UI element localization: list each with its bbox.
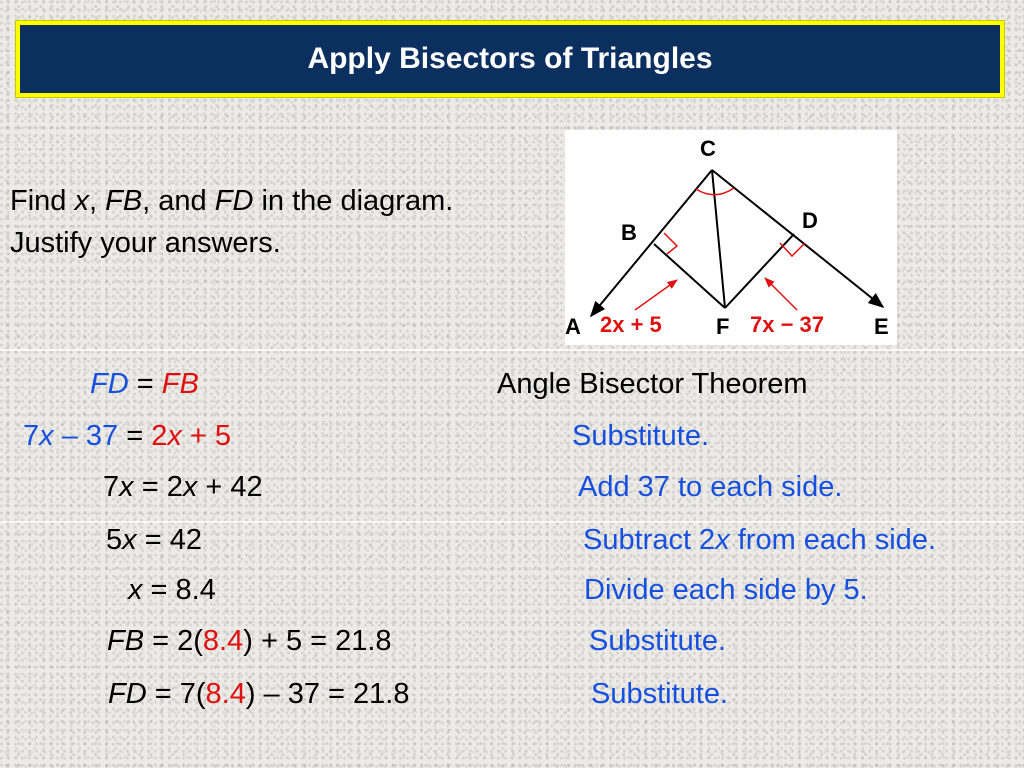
step-5-equation: x = 8.4 [128,574,216,607]
equation-part: = 2 [133,471,183,503]
equation-part: = 2( [144,625,203,657]
step-6-reason: Substitute. [589,625,727,657]
prompt-rest: in the diagram. [253,185,454,217]
equation-part: 8.4 [202,625,244,657]
prompt-x: x [74,185,89,217]
pointer-right [764,277,798,311]
triangle-svg: C B D A F E 2x + 5 7x − 37 [565,136,889,339]
slide-title: Apply Bisectors of Triangles [307,42,713,75]
equation-part: = [128,368,162,400]
step-5-reason: Divide each side by 5. [584,574,868,606]
step-3-equation: 7x = 2x + 42 [103,471,263,504]
problem-prompt: Find x, FB, and FD in the diagram. Justi… [10,180,453,264]
equation-part: x [182,471,198,503]
right-angle-b [663,232,679,255]
equation-part: x [128,574,143,606]
label-c: C [700,136,716,161]
equation-part: + 5 [181,420,232,452]
prompt-find: Find [10,185,75,217]
ray-ca [589,169,713,318]
expression-left: 2x + 5 [600,312,662,337]
label-e: E [874,314,889,339]
prompt-and: , and [142,185,215,217]
prompt-fb: FB [105,185,143,217]
prompt-comma: , [88,185,106,217]
label-a: A [565,314,581,339]
prompt-fd: FD [214,185,254,217]
prompt-line-2: Justify your answers. [10,227,281,259]
ray-ce [711,169,885,309]
divider-top [0,349,1024,351]
step-2-reason: Substitute. [572,420,710,452]
reason-part: from each side. [729,524,937,556]
equation-part: 7 [103,471,120,503]
angle-bisector-cf [711,169,726,309]
label-d: D [802,208,818,233]
equation-part: x [119,471,134,503]
step-1-reason: Angle Bisector Theorem [497,368,808,400]
reason-part: Subtract 2 [583,524,716,556]
equation-part: = 7( [146,678,206,710]
step-6-equation: FB = 2(8.4) + 5 = 21.8 [107,625,392,658]
equation-part: 5 [106,524,123,556]
step-1-equation: FD = FB [90,368,199,401]
label-b: B [621,220,637,245]
equation-part: FB [107,625,145,657]
equation-part: ) – 37 = 21.8 [245,678,410,710]
equation-part: = [118,420,152,452]
equation-part: 2 [151,420,168,452]
step-7-equation: FD = 7(8.4) – 37 = 21.8 [108,678,410,711]
equation-part: 7 [23,420,40,452]
equation-part: ) + 5 = 21.8 [243,625,392,657]
reason-part: x [715,524,730,556]
pointer-left [634,279,678,311]
title-banner: Apply Bisectors of Triangles [16,21,1004,97]
equation-part: x [39,420,54,452]
right-angle-d [779,242,806,258]
divider-middle [0,521,1024,523]
equation-part: = 8.4 [142,574,216,606]
equation-part: = 42 [136,524,202,556]
equation-part: 8.4 [205,678,246,710]
step-4-reason: Subtract 2x from each side. [583,524,936,557]
equation-part: x [122,524,137,556]
equation-part: FD [108,678,147,710]
equation-part: – 37 [53,420,119,452]
step-4-equation: 5x = 42 [106,524,202,557]
equation-part: FB [161,368,199,400]
label-f: F [716,314,729,339]
angle-arc-c [695,187,735,196]
step-7-reason: Substitute. [591,678,729,710]
equation-part: FD [90,368,129,400]
triangle-diagram: C B D A F E 2x + 5 7x − 37 [565,130,897,345]
segment-fb [653,243,726,309]
expression-right: 7x − 37 [750,312,824,337]
step-3-reason: Add 37 to each side. [578,471,843,503]
equation-part: + 42 [197,471,263,503]
prompt-line-1: Find x, FB, and FD in the diagram. [10,180,453,222]
step-2-equation: 7x – 37 = 2x + 5 [23,420,231,453]
equation-part: x [167,420,182,452]
